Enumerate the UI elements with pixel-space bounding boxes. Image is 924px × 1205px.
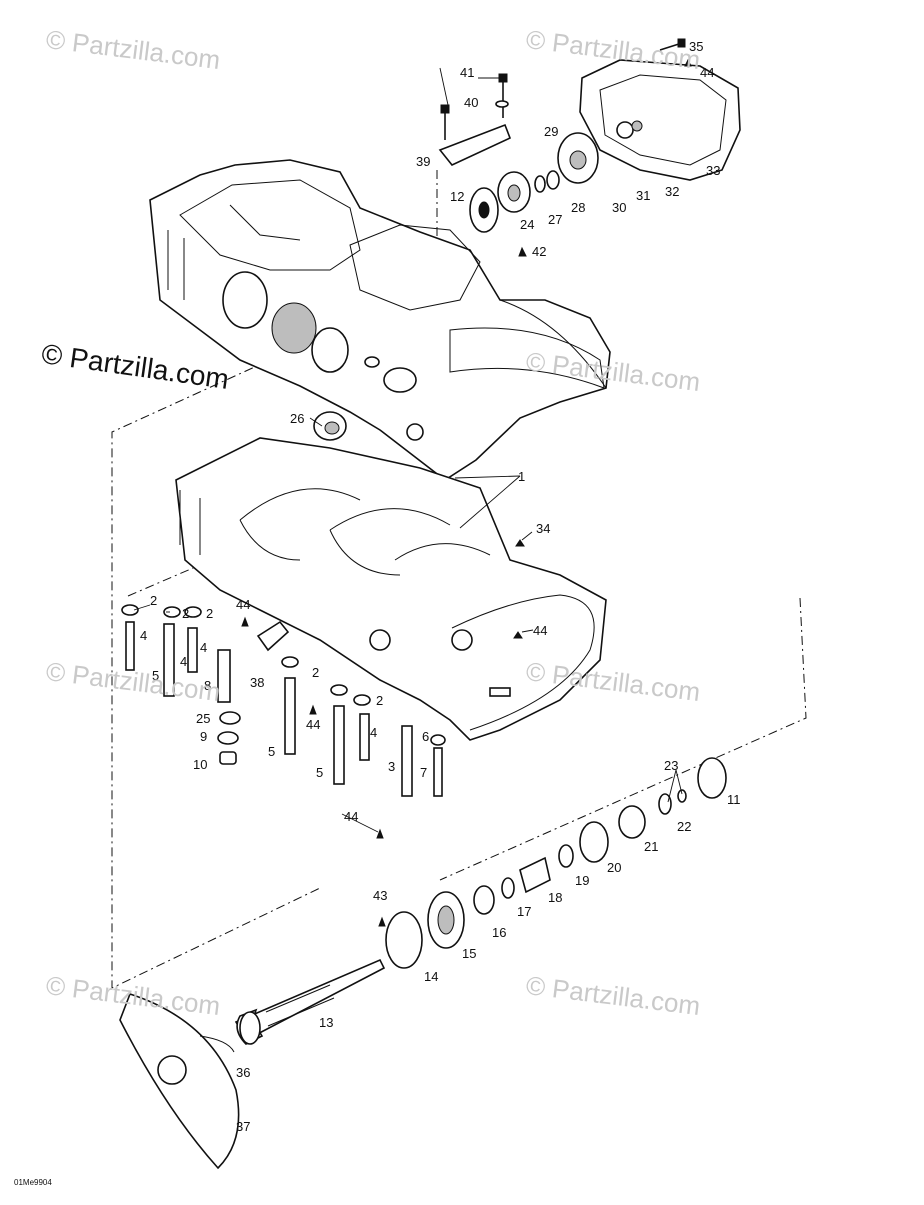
bolt-row-link bbox=[127, 564, 201, 597]
callout-12: 12 bbox=[450, 189, 464, 204]
callout-41: 41 bbox=[460, 65, 474, 80]
callout-9: 9 bbox=[200, 729, 207, 744]
part-27-ring bbox=[534, 175, 546, 193]
callout-35: 35 bbox=[689, 39, 703, 54]
drawing-code: 01Me9904 bbox=[14, 1178, 52, 1187]
callout-18: 18 bbox=[548, 890, 562, 905]
callout-13: 13 bbox=[319, 1015, 333, 1030]
upper-crankcase bbox=[149, 159, 611, 481]
callout-15: 15 bbox=[462, 946, 476, 961]
callout-44: 44 bbox=[700, 65, 714, 80]
callout-43: 43 bbox=[373, 888, 387, 903]
callout-39: 39 bbox=[416, 154, 430, 169]
callout-44e: 44 bbox=[344, 809, 358, 824]
callout-42: 42 bbox=[532, 244, 546, 259]
part-35-bolt bbox=[659, 38, 686, 51]
lower-bolt-group bbox=[121, 58, 692, 927]
callout-25: 25 bbox=[196, 711, 210, 726]
part-24-gear bbox=[497, 171, 531, 213]
part-26-plug bbox=[313, 411, 347, 441]
callout-7: 7 bbox=[420, 765, 427, 780]
callout-2d: 2 bbox=[312, 665, 319, 680]
callout-4d: 4 bbox=[370, 725, 377, 740]
part-29-disc bbox=[557, 132, 599, 184]
callout-5a: 5 bbox=[152, 668, 159, 683]
callout-44b: 44 bbox=[236, 597, 250, 612]
rotary-valve-cover bbox=[579, 59, 741, 181]
callout-2e: 2 bbox=[376, 693, 383, 708]
callout-4c: 4 bbox=[180, 654, 187, 669]
callout-4a: 4 bbox=[140, 628, 147, 643]
callout-5c: 5 bbox=[316, 765, 323, 780]
callout-44c: 44 bbox=[306, 717, 320, 732]
callout-2c: 2 bbox=[206, 606, 213, 621]
callout-2b: 2 bbox=[182, 606, 189, 621]
callout-20: 20 bbox=[607, 860, 621, 875]
callout-37: 37 bbox=[236, 1119, 250, 1134]
callout-36: 36 bbox=[236, 1065, 250, 1080]
callout-5b: 5 bbox=[268, 744, 275, 759]
lower-dashdot-line bbox=[439, 597, 807, 881]
callout-26: 26 bbox=[290, 411, 304, 426]
callout-17: 17 bbox=[517, 904, 531, 919]
callout-40: 40 bbox=[464, 95, 478, 110]
callout-34: 34 bbox=[536, 521, 550, 536]
callout-38: 38 bbox=[250, 675, 264, 690]
callout-23: 23 bbox=[664, 758, 678, 773]
callout-32: 32 bbox=[665, 184, 679, 199]
callout-16: 16 bbox=[492, 925, 506, 940]
leader-lines bbox=[133, 67, 683, 833]
callout-21: 21 bbox=[644, 839, 658, 854]
part-12-bearing bbox=[469, 187, 499, 233]
callout-6: 6 bbox=[422, 729, 429, 744]
callout-31: 31 bbox=[636, 188, 650, 203]
callout-24: 24 bbox=[520, 217, 534, 232]
callout-14: 14 bbox=[424, 969, 438, 984]
callout-30: 30 bbox=[612, 200, 626, 215]
callout-2a: 2 bbox=[150, 593, 157, 608]
callout-33: 33 bbox=[706, 163, 720, 178]
callout-8: 8 bbox=[204, 678, 211, 693]
callout-22: 22 bbox=[677, 819, 691, 834]
callout-3: 3 bbox=[388, 759, 395, 774]
callout-27: 27 bbox=[548, 212, 562, 227]
drive-shaft-assembly bbox=[119, 757, 727, 1170]
part-39-bracket bbox=[438, 73, 512, 166]
callout-44d: 44 bbox=[533, 623, 547, 638]
callout-10: 10 bbox=[193, 757, 207, 772]
upper-dashdot-line bbox=[111, 359, 321, 989]
callout-19: 19 bbox=[575, 873, 589, 888]
callout-28: 28 bbox=[571, 200, 585, 215]
callout-11: 11 bbox=[727, 792, 741, 807]
part-28-washer bbox=[546, 170, 560, 190]
callout-4b: 4 bbox=[200, 640, 207, 655]
callout-29: 29 bbox=[544, 124, 558, 139]
callout-labels: 35 44 41 40 29 39 12 24 27 28 30 31 32 3… bbox=[140, 39, 741, 1134]
callout-1: 1 bbox=[518, 469, 525, 484]
lower-crankcase bbox=[175, 437, 607, 741]
